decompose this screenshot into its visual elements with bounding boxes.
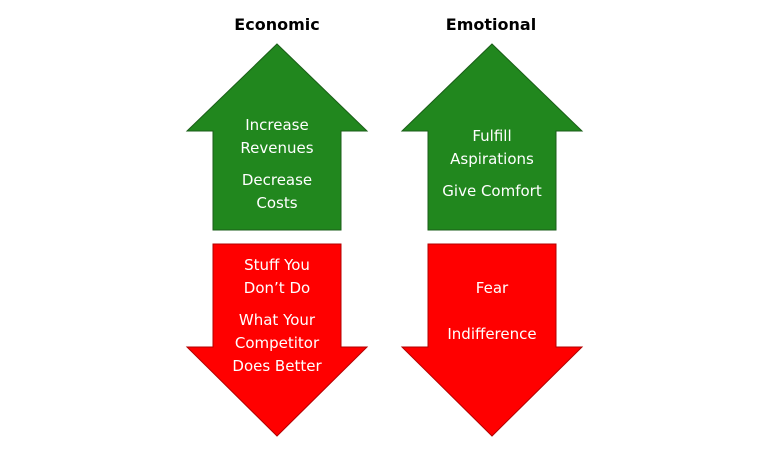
economic-heading: Economic xyxy=(234,15,320,34)
fulfill-text: Fulfill xyxy=(472,127,512,145)
emotional-down-label: Fear Indifference xyxy=(412,277,572,346)
competitor-text: Competitor xyxy=(234,334,320,352)
emotional-heading: Emotional xyxy=(445,15,537,34)
economic-down-label: Stuff You Don’t Do What Your Competitor … xyxy=(197,254,357,378)
emotional-up-label: Fulfill Aspirations Give Comfort xyxy=(412,125,572,203)
economic-up-label: Increase Revenues Decrease Costs xyxy=(197,114,357,215)
fear-text: Fear xyxy=(475,279,509,297)
economic-down-arrow xyxy=(185,243,369,437)
increase-text: Increase xyxy=(245,116,309,134)
emotional-up-arrow xyxy=(400,43,584,231)
aspirations-text: Aspirations xyxy=(450,150,534,168)
economic-up-arrow xyxy=(185,43,369,231)
indifference-text: Indifference xyxy=(447,325,537,343)
dont-do-text: Don’t Do xyxy=(243,279,311,297)
costs-text: Costs xyxy=(256,194,298,212)
does-better-text: Does Better xyxy=(232,357,322,375)
stuff-you-text: Stuff You xyxy=(244,256,310,274)
revenues-text: Revenues xyxy=(240,139,314,157)
emotional-down-arrow xyxy=(400,243,584,437)
give-comfort-text: Give Comfort xyxy=(442,182,542,200)
what-your-text: What Your xyxy=(238,311,316,329)
decrease-text: Decrease xyxy=(241,171,313,189)
